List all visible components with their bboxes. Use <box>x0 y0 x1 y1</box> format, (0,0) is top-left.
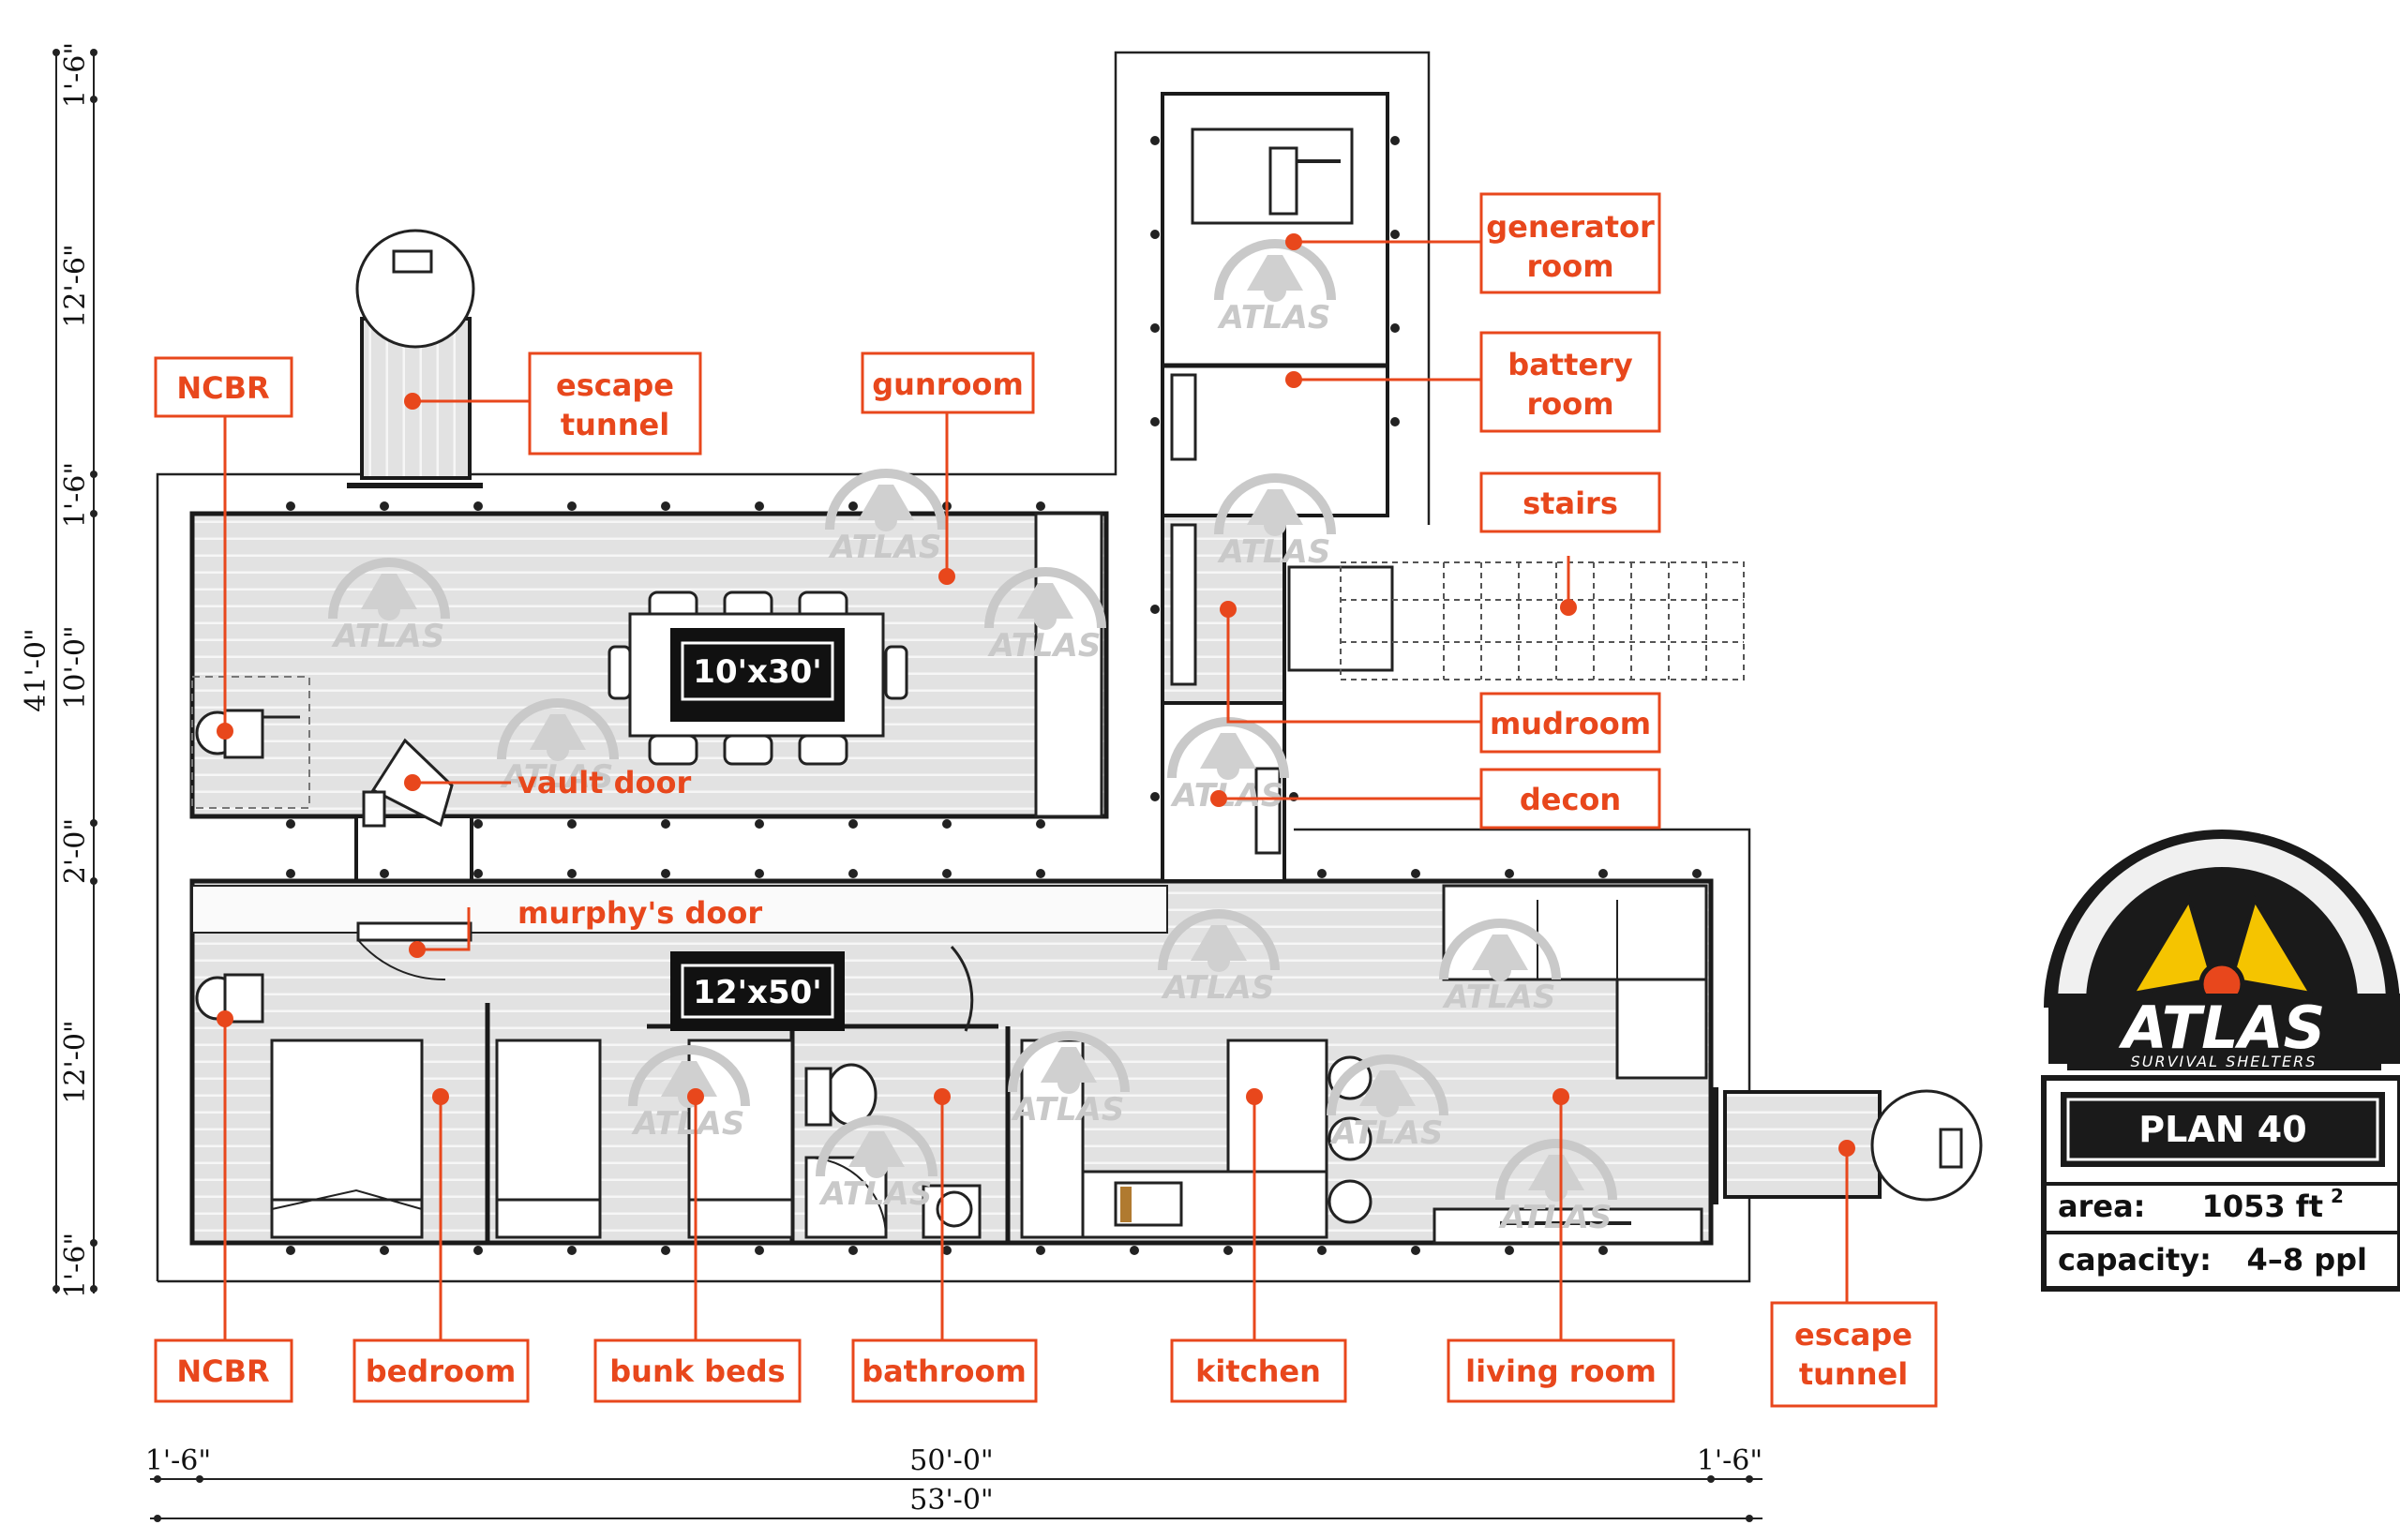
svg-text:bathroom: bathroom <box>862 1353 1027 1389</box>
svg-text:53'-0": 53'-0" <box>909 1484 993 1517</box>
label-bathroom: bathroom <box>851 1338 1038 1403</box>
label-bedroom: bedroom <box>352 1338 530 1403</box>
svg-text:NCBR: NCBR <box>176 1353 269 1389</box>
gunroom-module: 10'x30' <box>189 473 1109 829</box>
label-kitchen: kitchen <box>1170 1338 1347 1403</box>
svg-text:gunroom: gunroom <box>872 366 1024 402</box>
atlas-logo: ATLAS SURVIVAL SHELTERS <box>2044 830 2400 1070</box>
svg-text:1'-6": 1'-6" <box>59 42 92 108</box>
svg-text:50'-0": 50'-0" <box>909 1444 993 1477</box>
svg-text:12'-0": 12'-0" <box>59 1020 92 1103</box>
dining-table: 10'x30' <box>608 591 908 766</box>
svg-text:mudroom: mudroom <box>1490 706 1651 741</box>
escape-tunnel-top <box>347 229 483 488</box>
label-stairs: stairs <box>1479 471 1661 533</box>
label-bunk-beds: bunk beds <box>593 1338 802 1403</box>
svg-text:kitchen: kitchen <box>1195 1353 1321 1389</box>
svg-text:2'-0": 2'-0" <box>59 818 92 884</box>
label-ncbr-bottom: NCBR <box>154 1338 293 1403</box>
leaders <box>223 240 1849 1340</box>
svg-text:bedroom: bedroom <box>366 1353 517 1389</box>
plan-info-panel: PLAN 40 area: 1053 ft 2 capacity: 4–8 pp… <box>2041 1075 2400 1292</box>
stairs-drawing <box>1287 561 1745 680</box>
left-dimensions: 41'-0" 1'-6" 12'-6" 1'-6" 10'-0" 2'-0" 1… <box>20 42 98 1298</box>
bottom-dimensions: 1'-6" 50'-0" 1'-6" 53'-0" <box>145 1444 1762 1522</box>
capacity-value: 4–8 ppl <box>2247 1242 2367 1278</box>
svg-text:1'-6": 1'-6" <box>59 1233 92 1298</box>
capacity-label: capacity: <box>2058 1242 2212 1278</box>
murphys-door <box>356 921 472 981</box>
label-vault-door: vault door <box>518 765 692 800</box>
area-unit-sup: 2 <box>2331 1185 2344 1207</box>
svg-text:bunk beds: bunk beds <box>609 1353 785 1389</box>
area-value: 1053 ft <box>2202 1189 2323 1224</box>
label-gunroom: gunroom <box>861 351 1035 414</box>
svg-text:decon: decon <box>1520 782 1621 817</box>
upper-module-size: 10'x30' <box>693 653 821 691</box>
label-murphys-door: murphy's door <box>518 895 762 931</box>
sectional-sofa <box>1432 884 1708 1245</box>
svg-text:living room: living room <box>1465 1353 1657 1389</box>
plan-name: PLAN 40 <box>2138 1109 2306 1150</box>
svg-text:NCBR: NCBR <box>176 370 269 406</box>
label-ncbr-top: NCBR <box>154 356 293 418</box>
lower-module: 12'x50' <box>189 869 1714 1255</box>
svg-text:10'-0": 10'-0" <box>59 625 92 709</box>
escape-tunnel-right <box>1713 1087 1983 1204</box>
lower-module-size: 12'x50' <box>693 974 821 1011</box>
svg-text:41'-0": 41'-0" <box>20 628 52 711</box>
generator-label-line1: generator <box>1486 209 1655 245</box>
logo-sub: SURVIVAL SHELTERS <box>2131 1053 2318 1070</box>
leader-dots <box>217 233 1855 1157</box>
generator <box>1191 127 1354 225</box>
label-decon: decon <box>1479 768 1661 830</box>
lower-module-tag: 12'x50' <box>670 951 845 1031</box>
label-mudroom: mudroom <box>1479 692 1661 754</box>
svg-text:1'-6": 1'-6" <box>145 1444 211 1477</box>
label-living-room: living room <box>1447 1338 1675 1403</box>
svg-text:1'-6": 1'-6" <box>59 462 92 528</box>
svg-text:1'-6": 1'-6" <box>1697 1444 1762 1477</box>
spine-module <box>1150 92 1400 883</box>
svg-text:stairs: stairs <box>1522 486 1618 521</box>
site-outline <box>156 51 1751 1283</box>
double-bed <box>270 1039 424 1239</box>
svg-text:12'-6": 12'-6" <box>59 244 92 327</box>
area-label: area: <box>2058 1189 2145 1224</box>
